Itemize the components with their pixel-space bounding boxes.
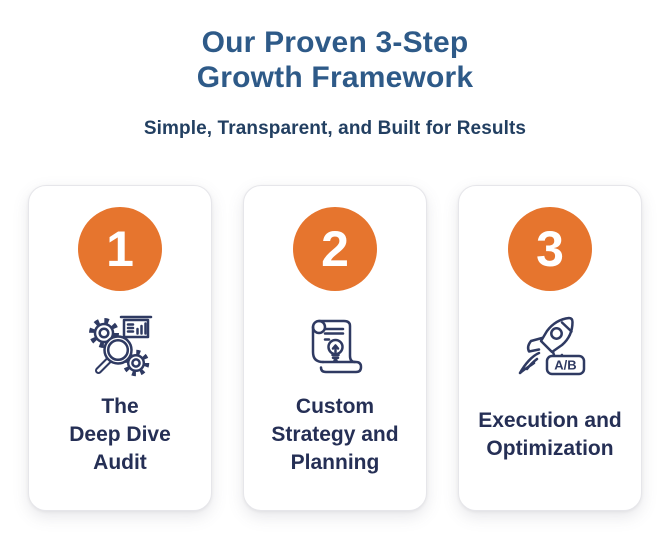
ab-test-label: A/B bbox=[554, 358, 576, 373]
step-card-deep-dive-audit: 1 bbox=[28, 185, 212, 511]
header: Our Proven 3-Step Growth Framework Simpl… bbox=[0, 0, 670, 140]
page-title-line-1: Our Proven 3-Step bbox=[201, 26, 469, 59]
rocket-ab-test-icon: A/B bbox=[510, 308, 590, 384]
steps-row: 1 bbox=[0, 185, 670, 511]
step-label: Custom Strategy and Planning bbox=[271, 395, 399, 474]
step-number-badge: 1 bbox=[78, 207, 162, 291]
audit-magnifier-gears-chart-icon bbox=[80, 308, 160, 384]
strategy-scroll-lightbulb-icon bbox=[295, 308, 375, 384]
step-card-execution-optimization: 3 A/B Exe bbox=[458, 185, 642, 511]
step-label: Execution and Optimization bbox=[478, 409, 622, 460]
step-label: The Deep Dive Audit bbox=[69, 395, 171, 474]
step-number-badge: 3 bbox=[508, 207, 592, 291]
step-card-custom-strategy: 2 bbox=[243, 185, 427, 511]
page-title-line-2: Growth Framework bbox=[196, 61, 474, 94]
step-number-badge: 2 bbox=[293, 207, 377, 291]
page-subtitle: Simple, Transparent, and Built for Resul… bbox=[143, 118, 527, 139]
